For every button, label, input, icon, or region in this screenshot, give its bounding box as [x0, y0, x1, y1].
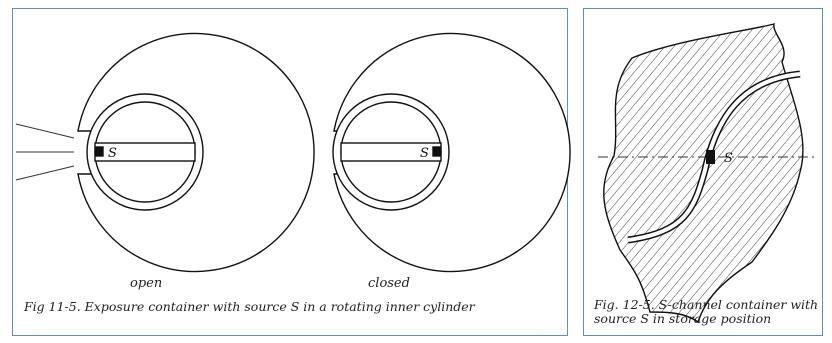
source-open: [95, 146, 104, 157]
caption-fig-12-5: Fig. 12-5. S-channel container with sour…: [594, 297, 819, 326]
source-storage: [706, 150, 715, 164]
outer-body-closed: [333, 32, 571, 273]
source-label-storage: S: [724, 151, 733, 166]
source-closed: [432, 146, 441, 157]
beam-lines: [15, 123, 75, 181]
s-channel-container: [598, 23, 818, 324]
label-open: open: [130, 276, 163, 291]
s-channel-inner: [627, 72, 801, 242]
source-label-closed: S: [420, 146, 429, 161]
channel-open: [94, 142, 196, 162]
container-open: [77, 32, 315, 273]
source-label-open: S: [108, 146, 117, 161]
channel-closed: [340, 142, 442, 162]
container-closed: [332, 32, 571, 273]
label-closed: closed: [368, 276, 410, 291]
caption-fig-11-5: Fig 11-5. Exposure container with source…: [24, 299, 475, 314]
